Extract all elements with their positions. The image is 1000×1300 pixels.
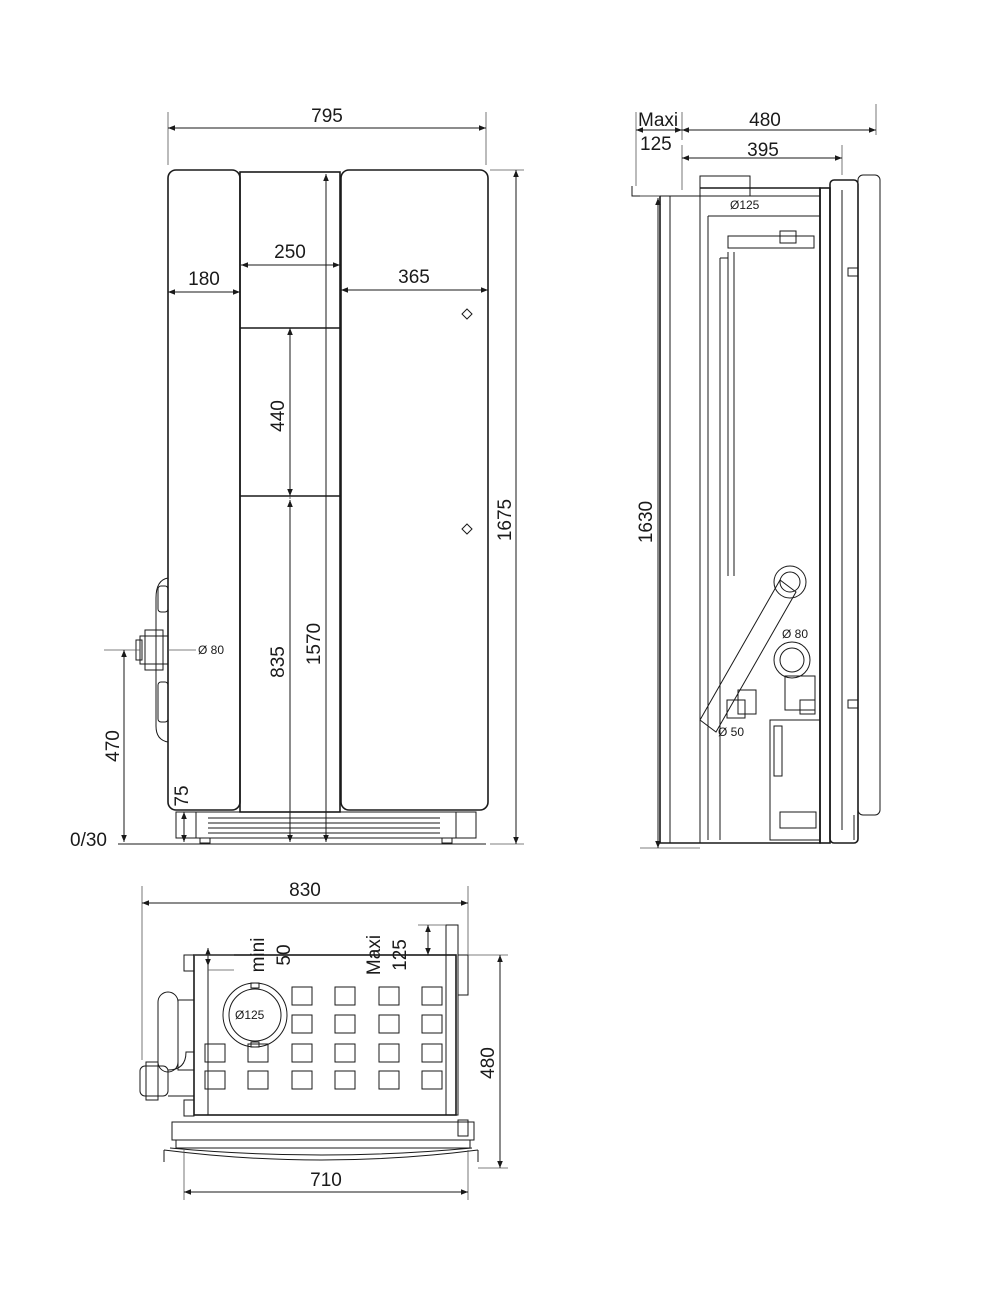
left-side-bulge: [155, 577, 169, 743]
dim-180-label: 180: [188, 269, 220, 290]
vent-square: [334, 1043, 356, 1063]
dim-835-label: 835: [268, 646, 289, 678]
vent-square: [421, 986, 443, 1006]
vent-square: [378, 986, 400, 1006]
outlet-80-label: Ø 80: [198, 643, 224, 657]
vent-square: [334, 1014, 356, 1034]
side-flue-pipe: [699, 565, 807, 733]
door-handle-lower-icon: [461, 523, 473, 535]
top-vent-grid: [204, 986, 443, 1090]
front-left-panel: [167, 169, 241, 811]
top-outlet-80-icon: [139, 1051, 195, 1101]
top-flue-125-label: Ø125: [235, 1008, 265, 1022]
outlet-80-front-icon: [135, 629, 169, 671]
dim-365-label: 365: [398, 267, 430, 288]
dim-1570-label: 1570: [304, 623, 325, 665]
side-outer-casing: [659, 187, 821, 844]
top-maxi-value-label: 125: [390, 939, 411, 971]
door-handle-upper-icon: [461, 308, 473, 320]
top-dim-830-label: 830: [289, 880, 321, 901]
side-maxi-value-label: 125: [640, 134, 672, 155]
vent-square: [291, 1070, 313, 1090]
dim-75-label: 75: [172, 785, 193, 806]
top-mini-label: mini: [248, 938, 269, 973]
vent-square: [378, 1043, 400, 1063]
vent-square: [247, 1070, 269, 1090]
vent-square: [378, 1070, 400, 1090]
dim-795-label: 795: [311, 106, 343, 127]
dim-0-30-label: 0/30: [70, 830, 107, 851]
vent-square: [291, 1043, 313, 1063]
front-view: 795 180 250 365 440 835 1570 1675 470 75: [70, 106, 524, 851]
vent-square: [204, 1043, 226, 1063]
side-dim-395-label: 395: [747, 140, 779, 161]
top-dim-480-label: 480: [478, 1047, 499, 1079]
side-flue-125-label: Ø125: [730, 198, 760, 212]
vent-square: [291, 1014, 313, 1034]
top-maxi-label: Maxi: [364, 935, 385, 975]
vent-square: [334, 986, 356, 1006]
vent-square: [291, 986, 313, 1006]
vent-square: [421, 1014, 443, 1034]
dim-470-label: 470: [103, 730, 124, 762]
side-dim-480-label: 480: [749, 110, 781, 131]
side-dim-1630-label: 1630: [636, 501, 657, 543]
vent-square: [204, 1070, 226, 1090]
vent-square: [334, 1070, 356, 1090]
side-inlet-80-icon: [773, 641, 816, 715]
dim-250-label: 250: [274, 242, 306, 263]
side-inlet-80-label: Ø 80: [782, 627, 808, 641]
top-mini-value-label: 50: [274, 944, 295, 965]
side-view: Maxi 125 480 395 1630 Ø125 Ø 80 Ø 50: [631, 104, 881, 849]
top-body: [193, 954, 457, 1116]
front-right-panel: [340, 169, 489, 811]
vent-square: [247, 1043, 269, 1063]
top-dim-710-label: 710: [310, 1170, 342, 1191]
vent-square: [378, 1014, 400, 1034]
vent-square: [421, 1043, 443, 1063]
side-maxi-label: Maxi: [638, 110, 678, 131]
vent-square: [421, 1070, 443, 1090]
dim-440-label: 440: [268, 400, 289, 432]
top-view: 830 mini 50 Maxi 125 Ø125 480 710: [139, 880, 508, 1200]
dim-1675-label: 1675: [495, 499, 516, 541]
side-pipe-50-label: Ø 50: [718, 725, 744, 739]
